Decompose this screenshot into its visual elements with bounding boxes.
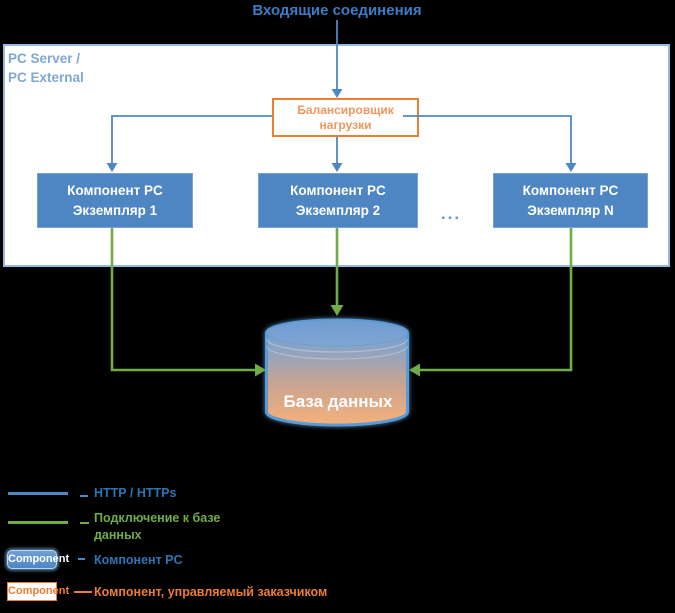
component-n-title: Компонент PC xyxy=(522,183,619,198)
database-top-ellipse xyxy=(266,319,408,347)
component-1-title: Компонент PC xyxy=(67,183,163,198)
container-label-line2: PC External xyxy=(8,70,84,85)
legend-http-line-sample xyxy=(8,492,68,495)
component-1-subtitle: Экземпляр 1 xyxy=(72,203,158,218)
database-cylinder: База данных xyxy=(256,308,420,440)
legend-component-blue-sample: Component xyxy=(7,550,69,569)
legend-http-leader-dash xyxy=(80,495,88,497)
database-ring-1 xyxy=(265,338,409,353)
pc-server-container xyxy=(3,44,670,267)
database-ring-2 xyxy=(265,345,409,360)
container-label-line1: PC Server / xyxy=(8,51,81,66)
pc-server-container-label: PC Server / PC External xyxy=(8,49,84,87)
legend-db-label: Подключение к базе данных xyxy=(94,511,221,542)
component-2-subtitle: Экземпляр 2 xyxy=(295,203,381,218)
load-balancer-box: Балансировщик нагрузки xyxy=(272,98,419,137)
legend-component-blue-dash xyxy=(78,558,85,560)
diagram-title: Входящие соединения xyxy=(252,2,422,19)
legend-component-orange-label: Компонент, управляемый заказчиком xyxy=(94,585,328,599)
legend-http-label: HTTP / HTTPs xyxy=(94,486,177,500)
database-label: База данных xyxy=(283,392,393,411)
legend-component-orange-dash xyxy=(74,591,92,593)
legend-db-line-sample xyxy=(8,521,68,524)
instances-ellipsis: ... xyxy=(440,204,462,223)
component-instance-1-box: Компонент PC Экземпляр 1 xyxy=(37,173,193,228)
legend-component-blue-label: Компонент PC xyxy=(94,553,183,567)
component-n-subtitle: Экземпляр N xyxy=(527,203,614,218)
database-cylinder-shape xyxy=(265,318,409,427)
component-instance-2-box: Компонент PC Экземпляр 2 xyxy=(258,173,418,228)
legend-db-leader-dash xyxy=(80,522,89,524)
component-2-title: Компонент PC xyxy=(290,183,386,198)
legend-component-orange-sample: Component xyxy=(7,582,69,601)
component-instance-n-box: Компонент PC Экземпляр N xyxy=(493,173,648,228)
